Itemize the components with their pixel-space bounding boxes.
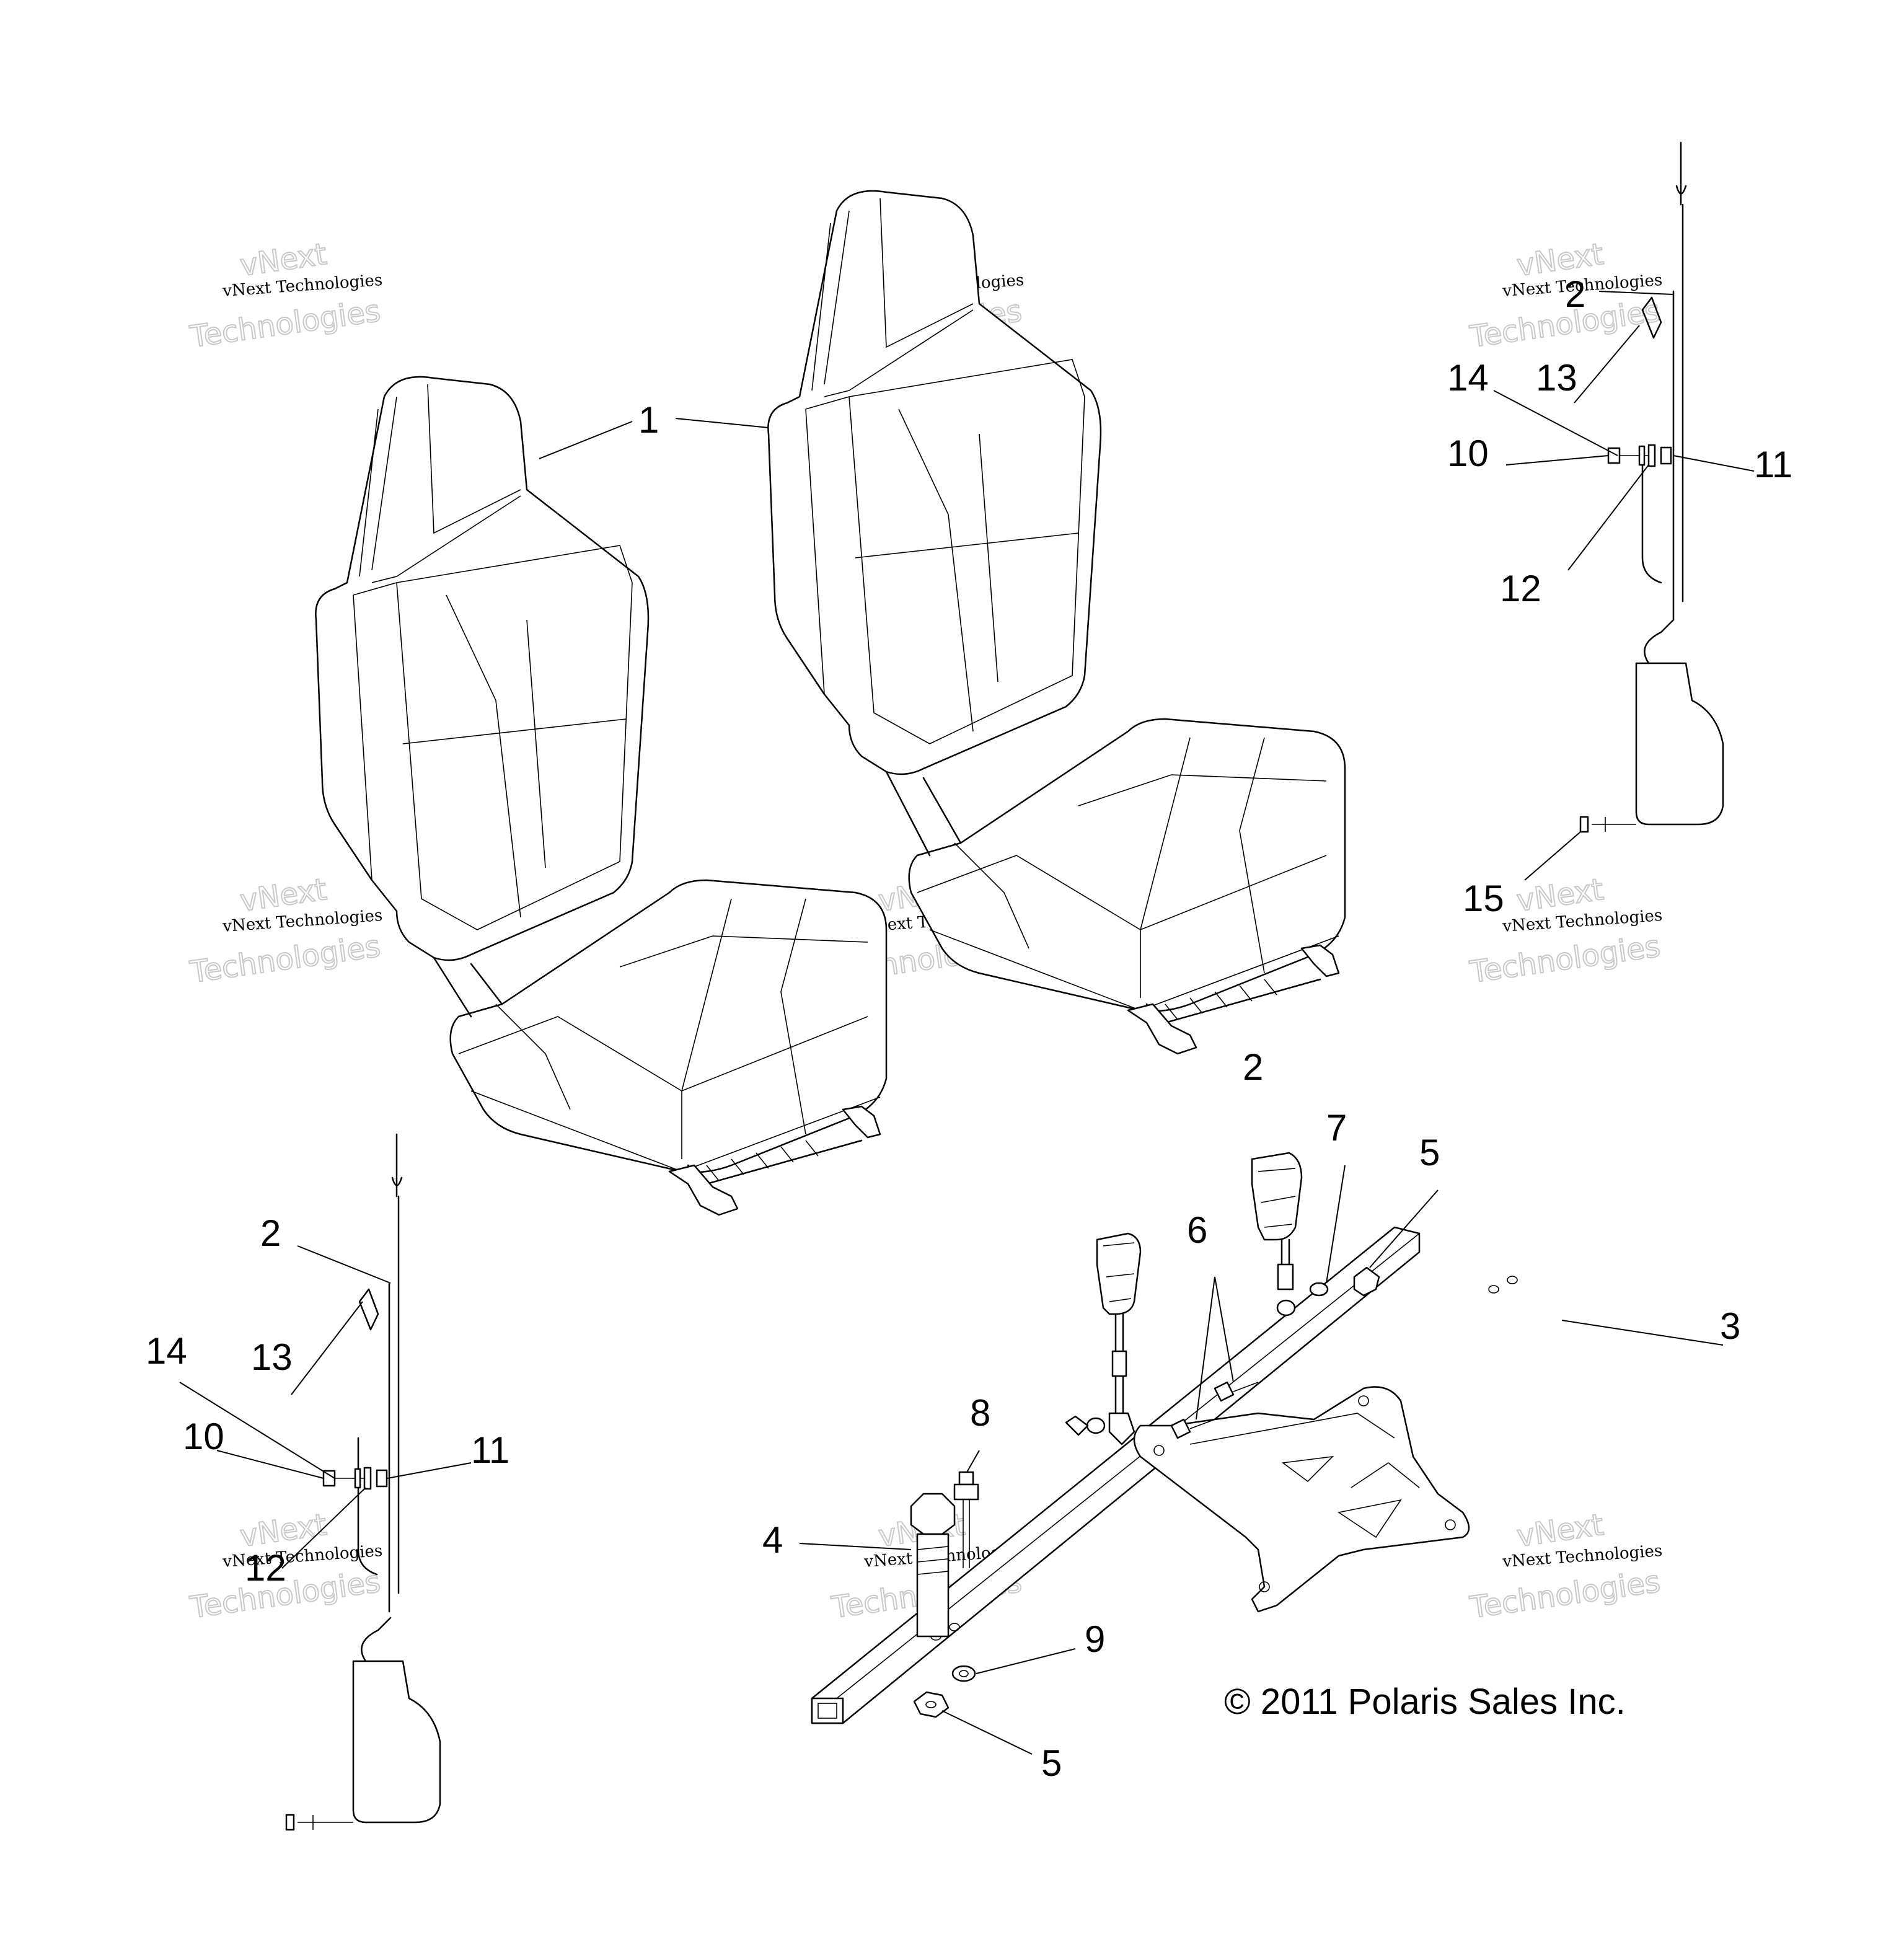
watermark: vNext vNext Technologies Technologies [1467,1507,1663,1626]
callout-2: 2 [1565,273,1585,315]
fastener-10 [1607,447,1621,464]
callouts: 1 2 14 13 10 11 12 15 2 7 5 6 3 8 4 9 5 … [146,273,1792,1784]
callout-11: 11 [1754,444,1792,485]
leader-lines [179,291,1755,1755]
callout-12: 12 [1500,568,1541,609]
callout-15: 15 [1463,878,1504,919]
bolt-4 [910,1493,956,1638]
callout-13: 13 [1536,357,1577,399]
callout-14: 14 [1447,357,1489,399]
callout-11: 11 [471,1429,509,1471]
callout-3: 3 [1720,1305,1740,1347]
seat-left [315,376,888,1216]
callout-8: 8 [970,1392,990,1434]
callout-5: 5 [1041,1742,1062,1784]
watermark: vNext vNext Technologies Technologies [187,871,383,991]
callout-10: 10 [1447,433,1489,474]
bolt-6-pair [1170,1381,1259,1439]
callout-9: 9 [1085,1618,1105,1660]
buckle-left [1065,1232,1142,1445]
watermark: vNext vNext Technologies Technologies [187,236,383,355]
svg-text:Technologies: Technologies [1468,929,1662,991]
grease-fitting-8 [953,1471,979,1568]
callout-4: 4 [762,1519,783,1561]
svg-text:Technologies: Technologies [1468,1564,1662,1626]
svg-text:Technologies: Technologies [188,929,382,991]
copyright-notice: © 2011 Polaris Sales Inc. [1224,1682,1626,1722]
callout-13: 13 [251,1336,293,1378]
callout-2: 2 [260,1212,281,1254]
callout-7: 7 [1326,1107,1347,1149]
svg-text:Technologies: Technologies [188,294,382,355]
seat-right [767,190,1346,1055]
callout-2: 2 [1243,1046,1263,1088]
callout-14: 14 [146,1330,187,1372]
callout-1: 1 [638,399,659,441]
callout-12: 12 [245,1547,286,1589]
crossbar-assembly [811,1226,1518,1724]
belt-assembly-left [285,1133,441,1831]
callout-10: 10 [183,1416,224,1457]
buckle-right [1251,1152,1380,1317]
callout-6: 6 [1187,1209,1207,1251]
hardware-bottom [913,1665,976,1718]
callout-5: 5 [1419,1132,1440,1173]
